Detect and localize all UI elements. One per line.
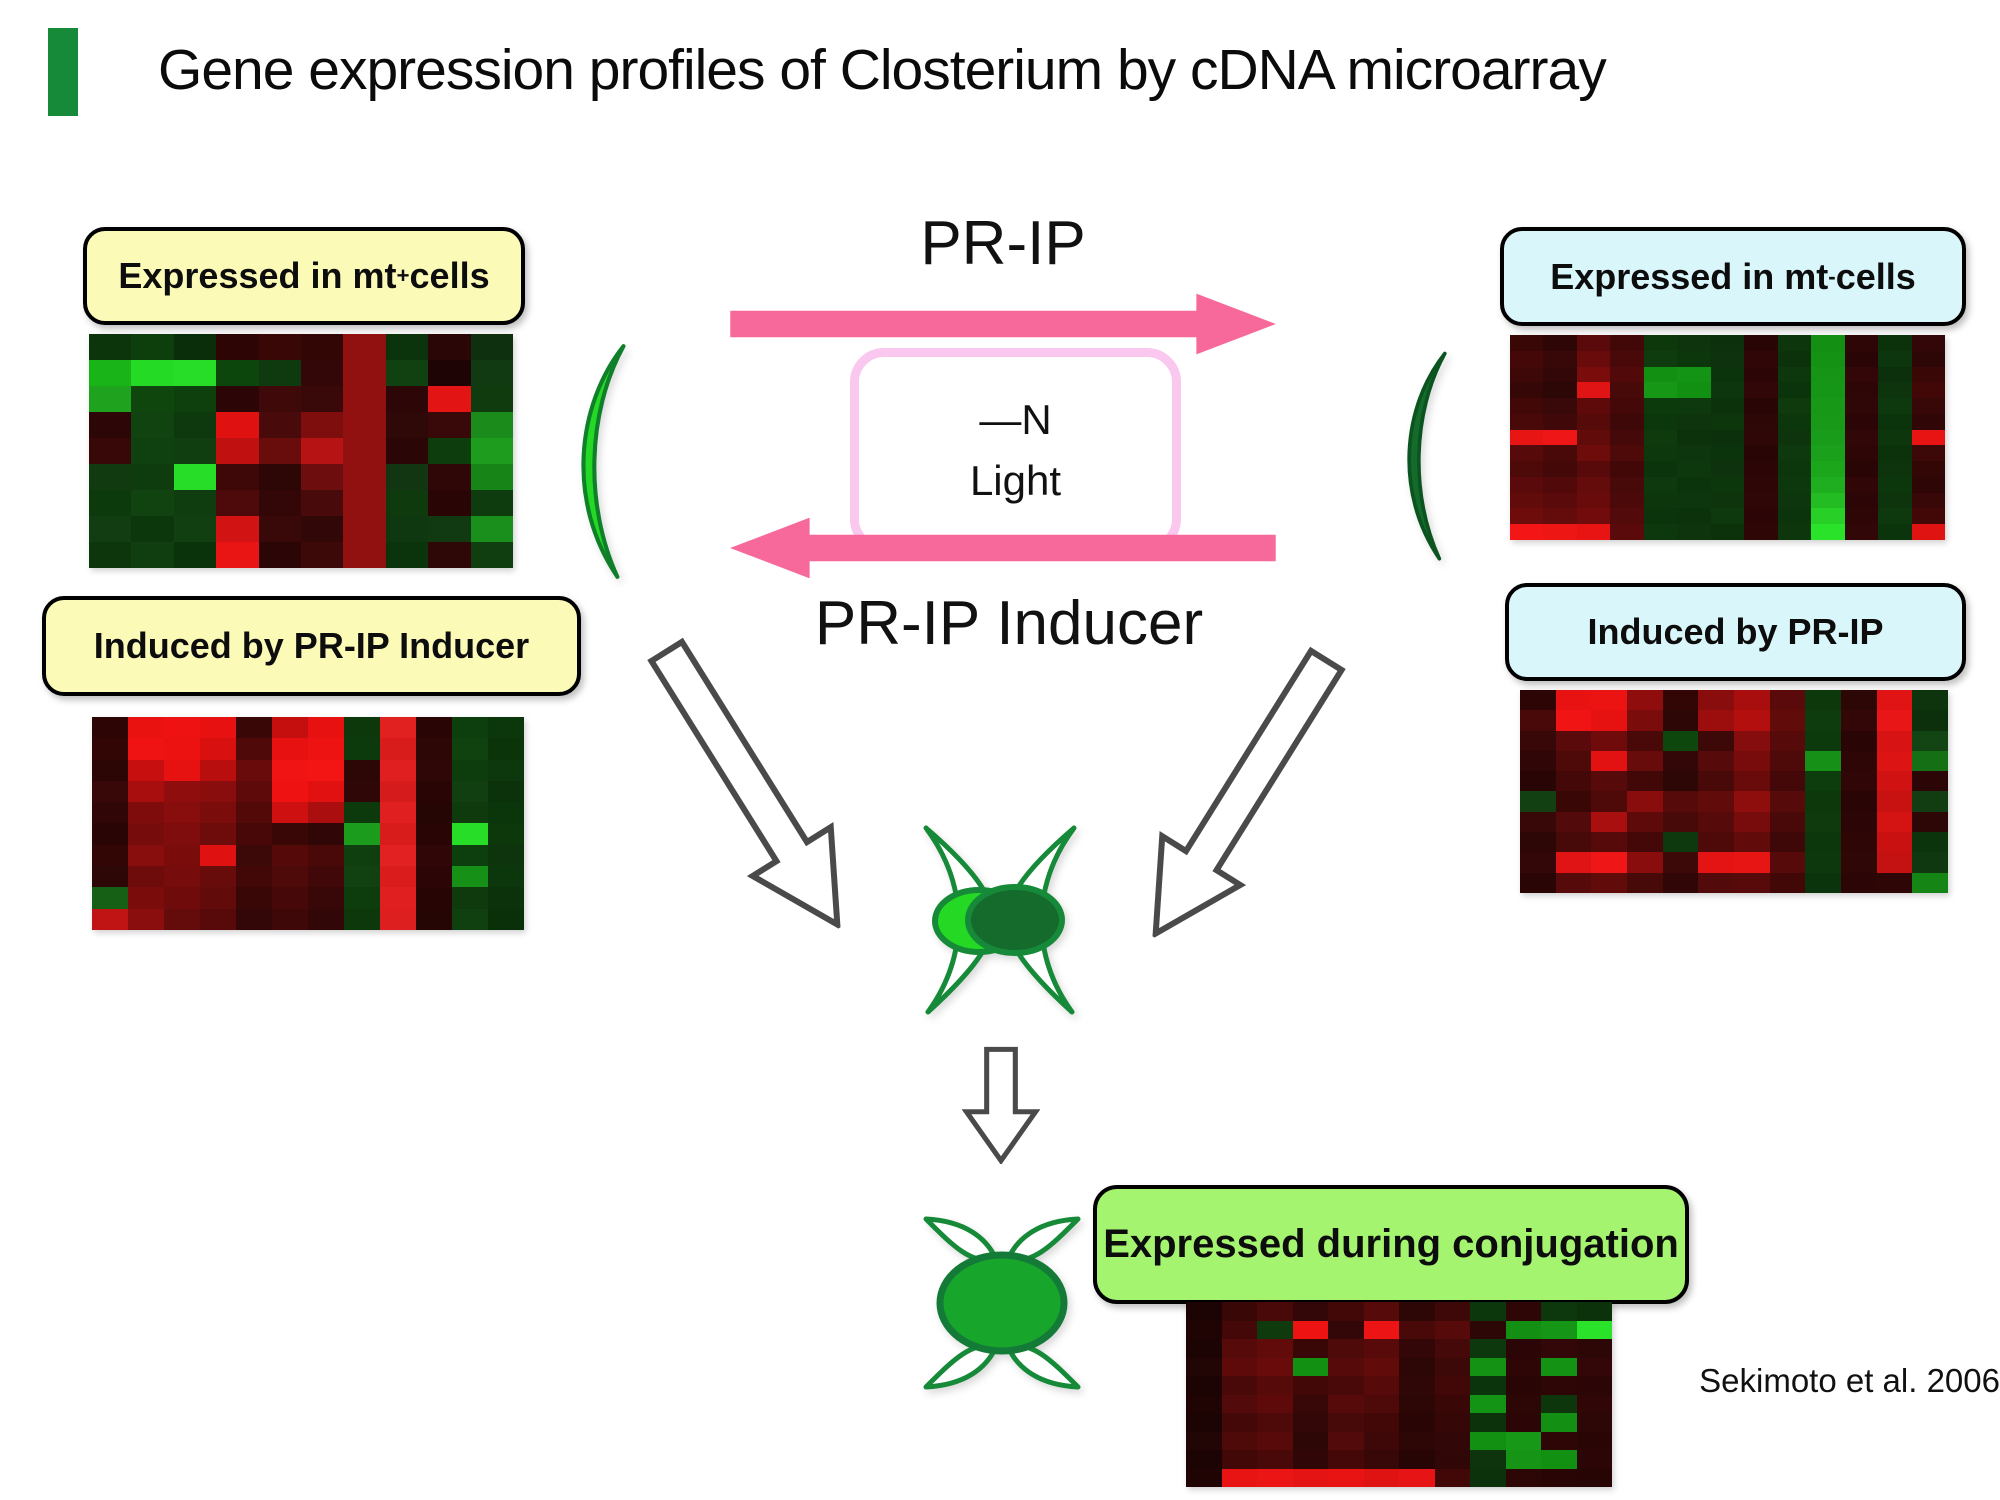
condition-line-nitrogen: —N xyxy=(979,395,1052,443)
microarray-heatmap-mt-plus xyxy=(89,334,513,568)
label-text: cells xyxy=(1835,255,1916,297)
label-text: Expressed in mt xyxy=(118,255,397,296)
microarray-heatmap-conjugation xyxy=(1186,1302,1612,1487)
down-right-arrow-icon xyxy=(647,637,841,930)
label-induced-by-pr-ip: Induced by PR-IP xyxy=(1505,583,1966,681)
label-text: Expressed during conjugation xyxy=(1103,1222,1679,1266)
label-text: cells xyxy=(409,255,490,296)
down-arrow-icon xyxy=(962,1046,1040,1164)
zygote-cell-icon xyxy=(923,1216,1081,1390)
microarray-heatmap-inducer xyxy=(92,717,524,930)
pr-ip-arrow-right-icon xyxy=(730,293,1276,355)
pr-ip-inducer-arrow-left-icon xyxy=(730,517,1276,579)
label-text: Induced by PR-IP xyxy=(1587,611,1884,652)
condition-line-light: Light xyxy=(969,456,1062,504)
pr-ip-label: PR-IP xyxy=(920,209,1086,278)
conjugating-cell-pair-icon xyxy=(923,825,1077,1015)
label-expressed-mt-plus: Expressed in mt+ cells xyxy=(83,227,525,325)
microarray-heatmap-mt-minus xyxy=(1510,335,1945,540)
label-expressed-mt-minus: Expressed in mt- cells xyxy=(1500,227,1966,326)
pr-ip-inducer-label: PR-IP Inducer xyxy=(814,589,1204,658)
condition-box: —N Light xyxy=(850,348,1181,553)
down-left-arrow-icon xyxy=(1152,646,1346,939)
closterium-mt-minus-cell-icon xyxy=(1407,351,1447,561)
label-text: Induced by PR-IP Inducer xyxy=(93,625,530,666)
page-title: Gene expression profiles of Closterium b… xyxy=(158,38,1607,102)
closterium-mt-plus-cell-icon xyxy=(581,344,626,579)
microarray-heatmap-pr-ip xyxy=(1520,690,1948,893)
label-text: Expressed in mt xyxy=(1550,255,1829,297)
label-induced-by-pr-ip-inducer: Induced by PR-IP Inducer xyxy=(42,596,581,696)
title-accent-bar xyxy=(48,28,78,116)
label-expressed-during-conjugation: Expressed during conjugation xyxy=(1093,1185,1689,1304)
citation: Sekimoto et al. 2006 xyxy=(1699,1362,2000,1399)
